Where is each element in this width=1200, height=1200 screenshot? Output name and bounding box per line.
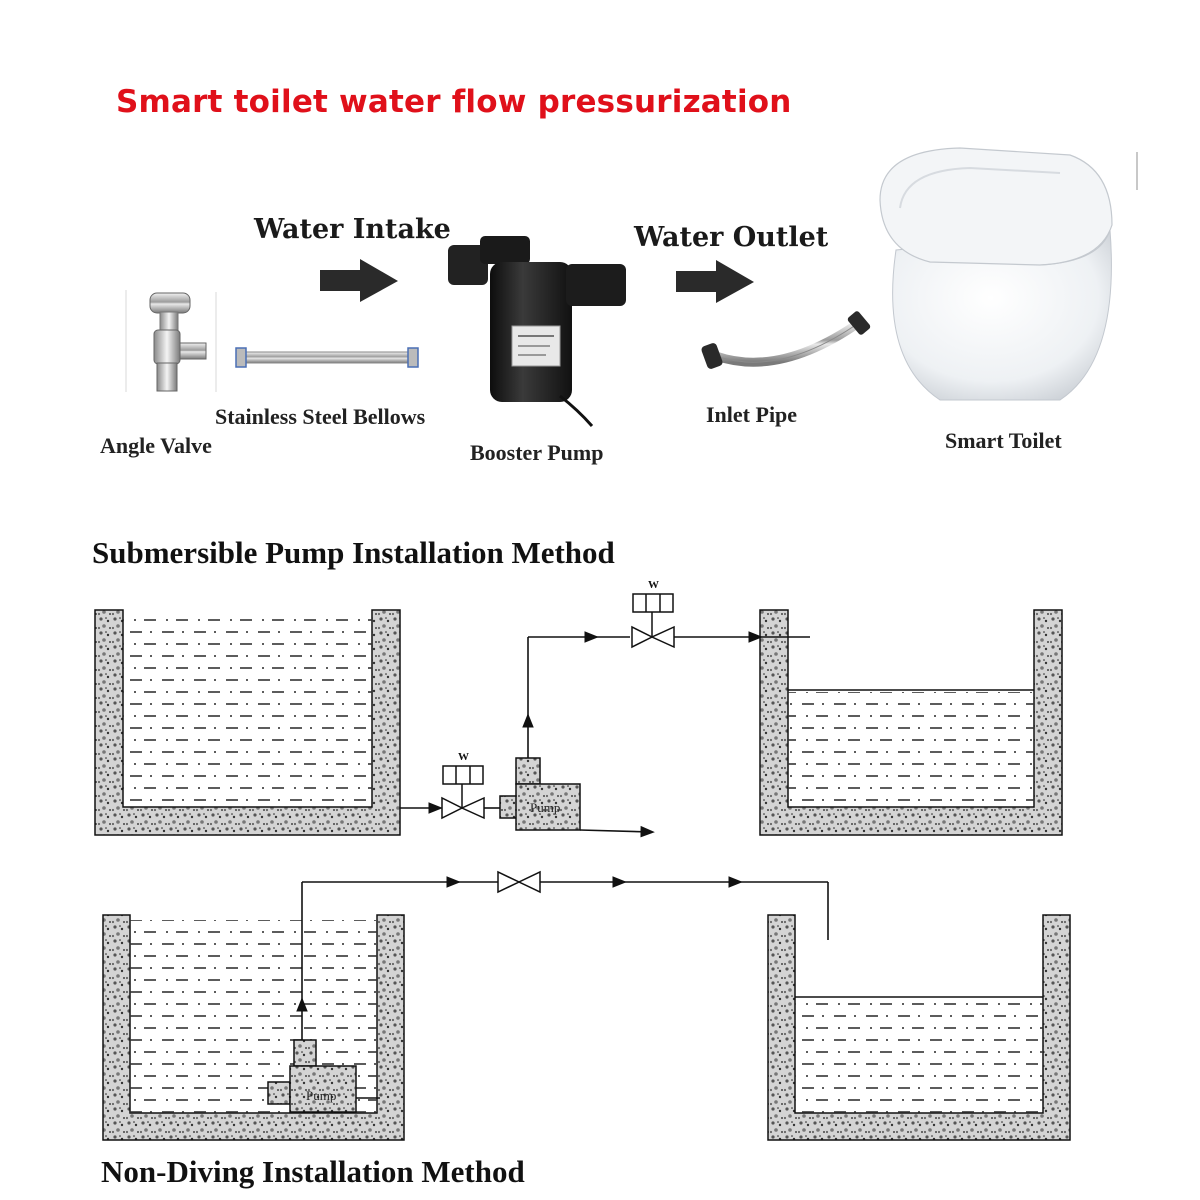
non-diving-title: Non-Diving Installation Method xyxy=(101,1154,525,1189)
non-diving-pump-label: Pump xyxy=(306,1088,336,1103)
submersible-valve-mark-2: W xyxy=(648,579,659,591)
submersible-piping xyxy=(400,631,810,838)
non-diving-pump xyxy=(267,1039,357,1113)
inlet-pipe-label: Inlet Pipe xyxy=(706,402,798,427)
submersible-pump xyxy=(499,757,581,831)
bellows-label: Stainless Steel Bellows xyxy=(215,404,426,429)
non-diving-target-tank xyxy=(767,914,1071,1141)
headline: Smart toilet water flow pressurization xyxy=(116,84,792,120)
submersible-source-tank xyxy=(94,609,401,836)
smart-toilet-image xyxy=(879,147,1138,401)
angle-valve-image xyxy=(125,290,217,392)
submersible-title: Submersible Pump Installation Method xyxy=(92,535,615,570)
booster-pump-image xyxy=(448,236,626,427)
submersible-valve-mark-1: W xyxy=(458,751,469,763)
submersible-inlet-valve xyxy=(441,765,485,820)
submersible-pump-label: Pump xyxy=(530,800,560,815)
inlet-pipe-image xyxy=(701,311,871,369)
intake-arrow xyxy=(320,259,398,302)
water-intake-label: Water Intake xyxy=(254,214,451,245)
product-flow-graphic xyxy=(125,147,1138,427)
non-diving-source-tank xyxy=(102,914,405,1141)
submersible-target-tank xyxy=(759,609,1063,836)
stainless-steel-bellows-image xyxy=(235,347,419,368)
angle-valve-label: Angle Valve xyxy=(100,433,212,458)
outlet-arrow xyxy=(676,260,754,303)
booster-pump-label: Booster Pump xyxy=(470,440,604,465)
non-diving-piping xyxy=(296,876,829,1099)
non-diving-valve xyxy=(497,870,541,894)
submersible-outlet-valve xyxy=(631,593,675,649)
smart-toilet-label: Smart Toilet xyxy=(945,428,1062,453)
water-outlet-label: Water Outlet xyxy=(634,222,829,253)
